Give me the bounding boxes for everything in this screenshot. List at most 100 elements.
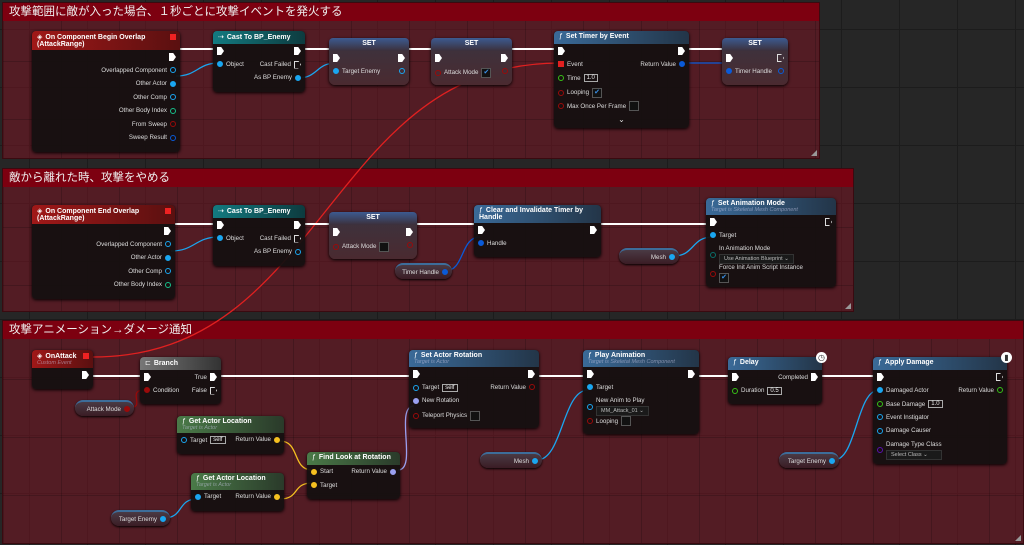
bool-pin-icon[interactable] xyxy=(587,418,593,424)
delegate-output-pin[interactable] xyxy=(83,353,89,359)
node-header[interactable]: ◈On Component End Overlap (AttackRange) xyxy=(32,205,175,224)
bool-pin-icon[interactable] xyxy=(124,406,130,412)
float-pin-icon[interactable] xyxy=(558,75,564,81)
object-pin-icon[interactable] xyxy=(160,516,166,522)
pin-object-object[interactable]: Object xyxy=(217,61,244,68)
object-pin-icon[interactable] xyxy=(829,458,835,464)
float-pin-icon[interactable] xyxy=(732,387,738,394)
exec-pin-icon[interactable] xyxy=(398,54,405,62)
pin-value-input[interactable]: 0.5 xyxy=(767,386,782,395)
pin-exec[interactable] xyxy=(217,47,227,55)
object-pin-icon[interactable] xyxy=(669,254,675,260)
pin-exec[interactable] xyxy=(993,373,1003,381)
pin-struct-sweep-result[interactable]: Sweep Result xyxy=(129,134,176,141)
node-header[interactable]: SET xyxy=(722,38,788,51)
bool-pin-icon[interactable] xyxy=(435,69,441,76)
exec-pin-icon[interactable] xyxy=(688,370,695,378)
struct-pin-icon[interactable] xyxy=(170,134,176,141)
exec-pin-icon[interactable] xyxy=(217,221,224,229)
exec-pin-icon[interactable] xyxy=(82,371,89,379)
checkbox[interactable] xyxy=(470,410,481,421)
exec-pin-icon[interactable] xyxy=(587,370,594,378)
node-header[interactable]: SET xyxy=(431,38,512,51)
delegate-pin-icon[interactable] xyxy=(558,61,564,67)
pin-bool-attack-mode[interactable]: Attack Mode✔ xyxy=(435,67,492,78)
pin-exec[interactable] xyxy=(161,227,171,235)
pin-value-input[interactable]: self xyxy=(442,383,458,392)
pin-object-target[interactable]: Target xyxy=(195,493,221,500)
pin-bool-condition[interactable]: Condition xyxy=(144,387,179,394)
object-pin-icon[interactable] xyxy=(413,384,419,391)
pin-object-damaged-actor[interactable]: Damaged Actor xyxy=(877,387,929,394)
pin-exec[interactable] xyxy=(395,54,405,62)
bool-pin-icon[interactable] xyxy=(710,270,716,277)
checkbox[interactable] xyxy=(379,241,390,252)
pin-struct-handle[interactable]: Handle xyxy=(478,240,507,247)
pin-exec[interactable] xyxy=(587,226,597,234)
exec-pin-icon[interactable] xyxy=(726,54,733,62)
pin-bool-max-once-per-frame[interactable]: Max Once Per Frame xyxy=(558,101,640,111)
pin-bool-looping[interactable]: Looping xyxy=(587,416,632,426)
object-pin-icon[interactable] xyxy=(165,241,171,247)
vector-pin-icon[interactable] xyxy=(311,468,317,475)
pin-exec[interactable] xyxy=(525,370,535,378)
pin-exec[interactable] xyxy=(685,370,695,378)
struct-pin-icon[interactable] xyxy=(726,68,732,74)
resize-grip[interactable] xyxy=(811,150,817,156)
pin-exec[interactable] xyxy=(217,221,227,229)
pin-object-target[interactable]: Target xyxy=(710,232,736,239)
bool-pin-icon[interactable] xyxy=(333,243,339,250)
pin-object-target[interactable]: Target xyxy=(587,384,613,391)
exec-pin-icon[interactable] xyxy=(144,373,151,381)
exec-pin-icon[interactable] xyxy=(678,47,685,55)
exec-pin-icon[interactable] xyxy=(294,47,301,55)
struct-pin-icon[interactable] xyxy=(478,240,484,246)
pin-exec[interactable] xyxy=(675,47,685,55)
exec-pin-icon[interactable] xyxy=(501,54,508,62)
pin-struct-return-value[interactable]: Return Value xyxy=(640,61,685,68)
bool-pin-icon[interactable] xyxy=(502,67,508,74)
delegate-output-pin[interactable] xyxy=(165,208,171,214)
pin-vector-return-value[interactable]: Return Value xyxy=(235,436,280,443)
pin-object-target-enemy[interactable]: Target Enemy xyxy=(333,68,380,75)
exec-pin-icon[interactable] xyxy=(210,386,217,395)
resize-grip[interactable] xyxy=(1015,535,1021,541)
pin-exec-cast-failed[interactable]: Cast Failed xyxy=(260,234,301,243)
struct-pin-icon[interactable] xyxy=(778,67,784,74)
object-pin-icon[interactable] xyxy=(587,384,593,390)
pin-exec[interactable] xyxy=(413,370,423,378)
pin-object-overlapped-component[interactable]: Overlapped Component xyxy=(101,67,176,74)
class-pin-icon[interactable] xyxy=(877,447,883,453)
bool-pin-icon[interactable] xyxy=(170,121,176,127)
checkbox[interactable]: ✔ xyxy=(592,87,603,98)
vector-pin-icon[interactable] xyxy=(274,436,280,443)
object-pin-icon[interactable] xyxy=(217,235,223,241)
struct-pin-icon[interactable] xyxy=(679,61,685,67)
exec-pin-icon[interactable] xyxy=(478,226,485,234)
resize-grip[interactable] xyxy=(845,303,851,309)
object-pin-icon[interactable] xyxy=(181,437,187,443)
pin-bool-attack-mode[interactable]: Attack Mode xyxy=(333,241,390,252)
float-pin-icon[interactable] xyxy=(997,387,1003,393)
bool-pin-icon[interactable] xyxy=(558,89,564,96)
bool-pin-icon[interactable] xyxy=(144,387,150,393)
node-header[interactable]: ⊏Branch xyxy=(140,357,221,370)
object-pin-icon[interactable] xyxy=(165,268,171,274)
object-pin-icon[interactable] xyxy=(587,403,593,410)
